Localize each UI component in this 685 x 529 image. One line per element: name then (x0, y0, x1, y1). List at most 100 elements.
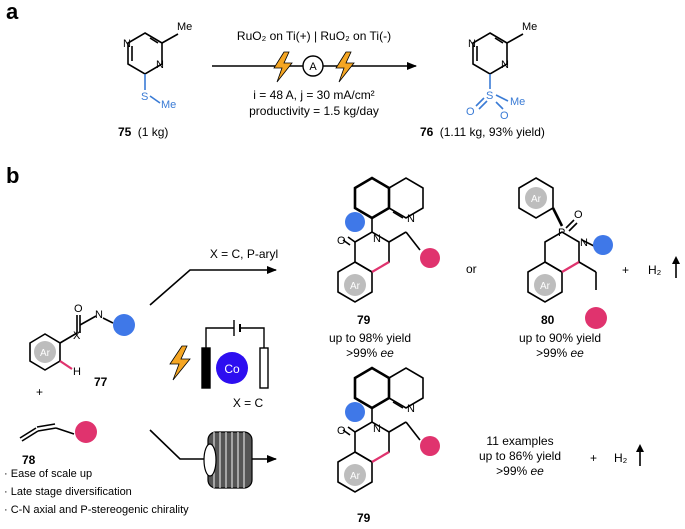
p79-top-number: 79 (357, 313, 371, 327)
hydrogen-label: H (73, 366, 81, 378)
ar-marker (344, 464, 366, 486)
ar-label: Ar (350, 281, 361, 292)
panel-a-label: a (6, 0, 19, 24)
bullet-2-text: Late stage diversification (11, 486, 132, 498)
arrow-up-icon (636, 444, 644, 466)
sulfone-sulfur: S (486, 90, 493, 102)
conditions-line-3: productivity = 1.5 kg/day (249, 104, 379, 118)
compound-76-caption: 76 (1.11 kg, 93% yield) (420, 125, 545, 139)
compound-75-number: 75 (118, 125, 132, 139)
conditions-line-1: RuO₂ on Ti(+) | RuO₂ on Ti(-) (237, 29, 391, 43)
compound-75-caption: 75 (1 kg) (118, 125, 168, 139)
summary-ee-value: >99% (496, 464, 530, 478)
blue-group-circle (345, 212, 365, 232)
summary-line-1: 11 examples (486, 434, 553, 448)
pyrimidine-75-sulfur: S (141, 91, 148, 103)
p80-ee: >99% ee (536, 346, 584, 360)
conditions-line-2: i = 48 A, j = 30 mA/cm² (253, 88, 374, 102)
summary-line-2: up to 86% yield (479, 449, 561, 463)
ar-marker (525, 187, 547, 209)
plus-sign: + (622, 263, 629, 277)
ar-marker (344, 274, 366, 296)
p79-top-quinoline-n: N (407, 213, 415, 225)
p80-yield: up to 90% yield (519, 331, 601, 345)
pyrimidine-76-n1: N (468, 38, 476, 50)
or-label: or (466, 262, 477, 276)
product-79-top-structure (337, 176, 424, 303)
pyrimidine-75 (127, 32, 179, 104)
pink-group-circle (420, 248, 440, 268)
pyrimidine-75-n1: N (123, 38, 131, 50)
p80-number: 80 (541, 313, 555, 327)
pink-group-circle (75, 421, 97, 443)
ar-label: Ar (531, 194, 542, 205)
h2-top: H₂ (648, 263, 662, 277)
ar-label: Ar (40, 348, 51, 359)
blue-group-circle (113, 314, 135, 336)
product-80-structure (518, 177, 597, 303)
pyrimidine-76-n2: N (501, 59, 509, 71)
pyrimidine-75-methyl: Me (177, 21, 192, 33)
cobalt-catalyst (216, 352, 248, 384)
ammeter-label: A (309, 61, 317, 73)
sulfone-methyl: Me (510, 96, 525, 108)
bullet-2: · Late stage diversification (4, 486, 132, 498)
ammeter-icon (302, 55, 324, 77)
compound-77-number: 77 (94, 375, 108, 389)
pyrimidine-76-methyl: Me (522, 21, 537, 33)
p79-top-ee: >99% ee (346, 346, 394, 360)
allene-78 (19, 423, 75, 442)
benzamide-77 (29, 315, 114, 371)
p79-top-ee-value: >99% (346, 346, 380, 360)
bullet-1-text: Ease of scale up (11, 468, 92, 480)
blue-group-circle (593, 235, 613, 255)
pyrimidine-75-n2: N (156, 59, 164, 71)
product-79-bottom-structure (337, 366, 424, 493)
p79-bottom-oxygen: O (337, 425, 346, 437)
oxygen-label: O (74, 303, 83, 315)
panel-b-label: b (6, 163, 19, 188)
p79-top-nitrogen: N (373, 233, 381, 245)
lightning-icon (273, 51, 293, 83)
cobalt-label: Co (224, 362, 240, 376)
compound-78-number: 78 (22, 453, 36, 467)
reaction-arrow-top (149, 266, 277, 306)
h2-bottom: H₂ (614, 451, 628, 465)
plus-sign: + (590, 451, 597, 465)
bullet-1: · Ease of scale up (4, 468, 92, 480)
sulfone-oxygen-2: O (500, 110, 509, 122)
p79-top-oxygen: O (337, 235, 346, 247)
summary-ee: >99% ee (496, 464, 544, 478)
compound-76-yield: (1.11 kg, 93% yield) (440, 125, 545, 139)
p80-nitrogen: N (580, 237, 588, 249)
electrochemical-cell (201, 320, 269, 389)
p80-phosphorus: P (558, 227, 565, 239)
compound-75-amount: (1 kg) (138, 125, 169, 139)
p79-bottom-number: 79 (357, 511, 371, 525)
bottom-condition-label: X = C (233, 396, 264, 410)
top-condition-label: X = C, P-aryl (210, 247, 278, 261)
pink-group-circle (420, 436, 440, 456)
ar-marker (534, 274, 556, 296)
p80-ee-value: >99% (536, 346, 570, 360)
x-label: X (73, 330, 81, 342)
ar-label: Ar (540, 281, 551, 292)
bullet-3: · C-N axial and P-stereogenic chirality (4, 504, 189, 516)
pyrimidine-76 (472, 32, 524, 110)
pyrimidine-75-s-methyl: Me (161, 99, 176, 111)
bullet-3-text: C-N axial and P-stereogenic chirality (11, 504, 189, 516)
p79-top-yield: up to 98% yield (329, 331, 411, 345)
compound-76-number: 76 (420, 125, 434, 139)
arrow-up-icon (672, 256, 680, 278)
summary-ee-unit: ee (531, 464, 545, 478)
ar-label: Ar (350, 471, 361, 482)
p79-top-ee-unit: ee (381, 346, 395, 360)
pink-group-circle (585, 307, 607, 329)
ar-marker (34, 341, 56, 363)
sulfone-oxygen-1: O (466, 106, 475, 118)
flow-reactor-coil (203, 431, 253, 489)
lightning-icon (169, 345, 191, 381)
lightning-icon (335, 51, 355, 83)
p79-bottom-nitrogen: N (373, 423, 381, 435)
